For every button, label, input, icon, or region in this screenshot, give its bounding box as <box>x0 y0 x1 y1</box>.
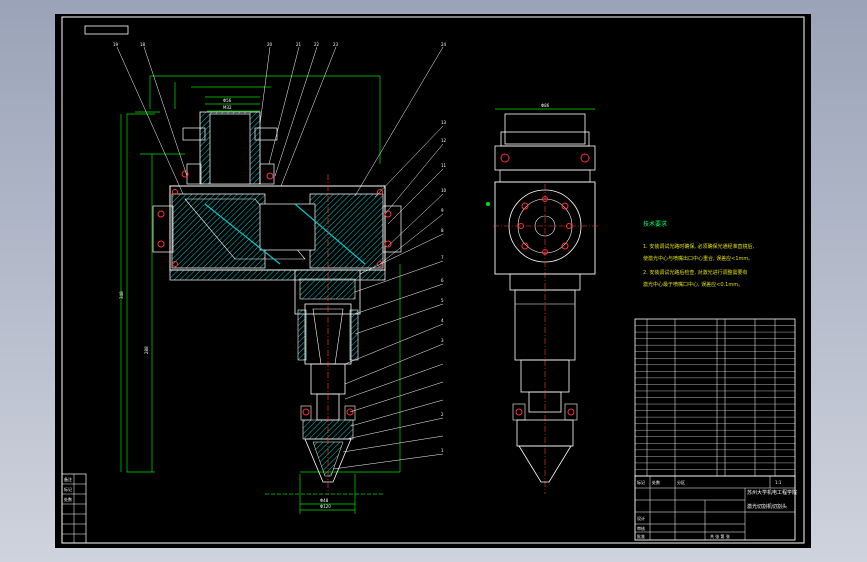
balloon-right-2: 11 <box>441 163 447 168</box>
tb-label-approve: 批准 <box>637 533 645 539</box>
balloon-right-12: 1 <box>441 448 444 453</box>
balloon-right-11: 2 <box>441 412 444 417</box>
balloon-top-0: 20 <box>267 42 273 47</box>
left-strip-label-1: 标记 <box>64 486 72 492</box>
balloon-right-5: 8 <box>441 228 444 233</box>
dimensions <box>120 75 401 514</box>
tb-school: 苏州大学机电工程学院 <box>747 489 797 496</box>
tb-label-review: 审核 <box>637 525 645 531</box>
dim-label-phi48: Φ48 <box>320 498 329 503</box>
balloon-right-3: 10 <box>441 188 447 193</box>
dim-label-288: 288 <box>144 346 149 354</box>
outer-frame <box>61 16 805 544</box>
section-view: 348 288 Φ56 M32 Φ48 Φ120 <box>119 75 402 514</box>
tb-label-mark: 标记 <box>637 479 645 485</box>
tb-label-zone: 分区 <box>677 479 685 485</box>
balloon-right-7: 6 <box>441 278 444 283</box>
cad-drawing: 备注 标记 处数 <box>61 16 805 544</box>
tb-label-count: 处数 <box>652 479 660 485</box>
balloon-top-1: 21 <box>296 42 302 47</box>
dim-label-phi86: Φ86 <box>541 103 550 108</box>
tech-req-heading: 技术要求 <box>643 220 667 228</box>
dim-label-phi120: Φ120 <box>320 504 331 509</box>
leader-lines <box>116 46 444 470</box>
tech-requirements: 技术要求 1. 安装调试光路时确保, 必须确保光通经准直镜后, 使激光中心与喷嘴… <box>643 220 755 288</box>
balloon-right-8: 5 <box>441 298 444 303</box>
dim-label-m32: M32 <box>223 105 232 110</box>
balloon-right-4: 9 <box>441 208 444 213</box>
side-view: Φ86 <box>486 103 600 494</box>
dim-label-phi56: Φ56 <box>223 98 232 103</box>
balloon-right-10: 3 <box>441 338 444 343</box>
balloon-top-4: 24 <box>441 42 447 47</box>
bom-table <box>634 318 796 477</box>
balloon-left-0: 19 <box>113 42 119 47</box>
tb-label-design: 设计 <box>637 515 645 521</box>
tb-drawing-title: 激光切割机切割头 <box>747 503 787 510</box>
drawing-sheet: 备注 标记 处数 <box>55 14 811 548</box>
left-strip: 备注 标记 处数 <box>61 473 87 544</box>
balloon-right-0: 13 <box>441 120 447 125</box>
balloon-right-9: 4 <box>441 318 444 323</box>
left-strip-label-0: 备注 <box>64 476 72 482</box>
balloon-top-3: 23 <box>333 42 339 47</box>
tech-req-line-4: 激光中心最于喷嘴口中心, 误差应<0.1mm。 <box>643 281 743 288</box>
code-box <box>84 25 129 35</box>
balloon-right-6: 7 <box>441 255 444 260</box>
title-block: 标记 处数 分区 设计 审核 批准 1:1 苏州大学机电工程学院 激光切割机切割… <box>634 475 797 541</box>
balloon-right-1: 12 <box>441 138 447 143</box>
balloon-top-2: 22 <box>314 42 320 47</box>
dim-label-348: 348 <box>119 291 124 299</box>
balloon-left-1: 18 <box>140 42 146 47</box>
left-strip-label-2: 处数 <box>64 496 72 502</box>
tech-req-line-2: 使激光中心与喷嘴出口中心重合, 误差应<1mm。 <box>643 255 753 262</box>
tb-sheet: 共 张 第 张 <box>710 533 730 539</box>
tech-req-line-1: 1. 安装调试光路时确保, 必须确保光通经准直镜后, <box>643 243 755 250</box>
tb-scale: 1:1 <box>775 480 782 485</box>
balloons: 19 18 20 21 22 23 24 13 12 11 10 9 8 7 6… <box>113 42 447 453</box>
tech-req-line-3: 2. 安装调试光路后检查, 对激光进行调整需要有 <box>643 269 748 276</box>
